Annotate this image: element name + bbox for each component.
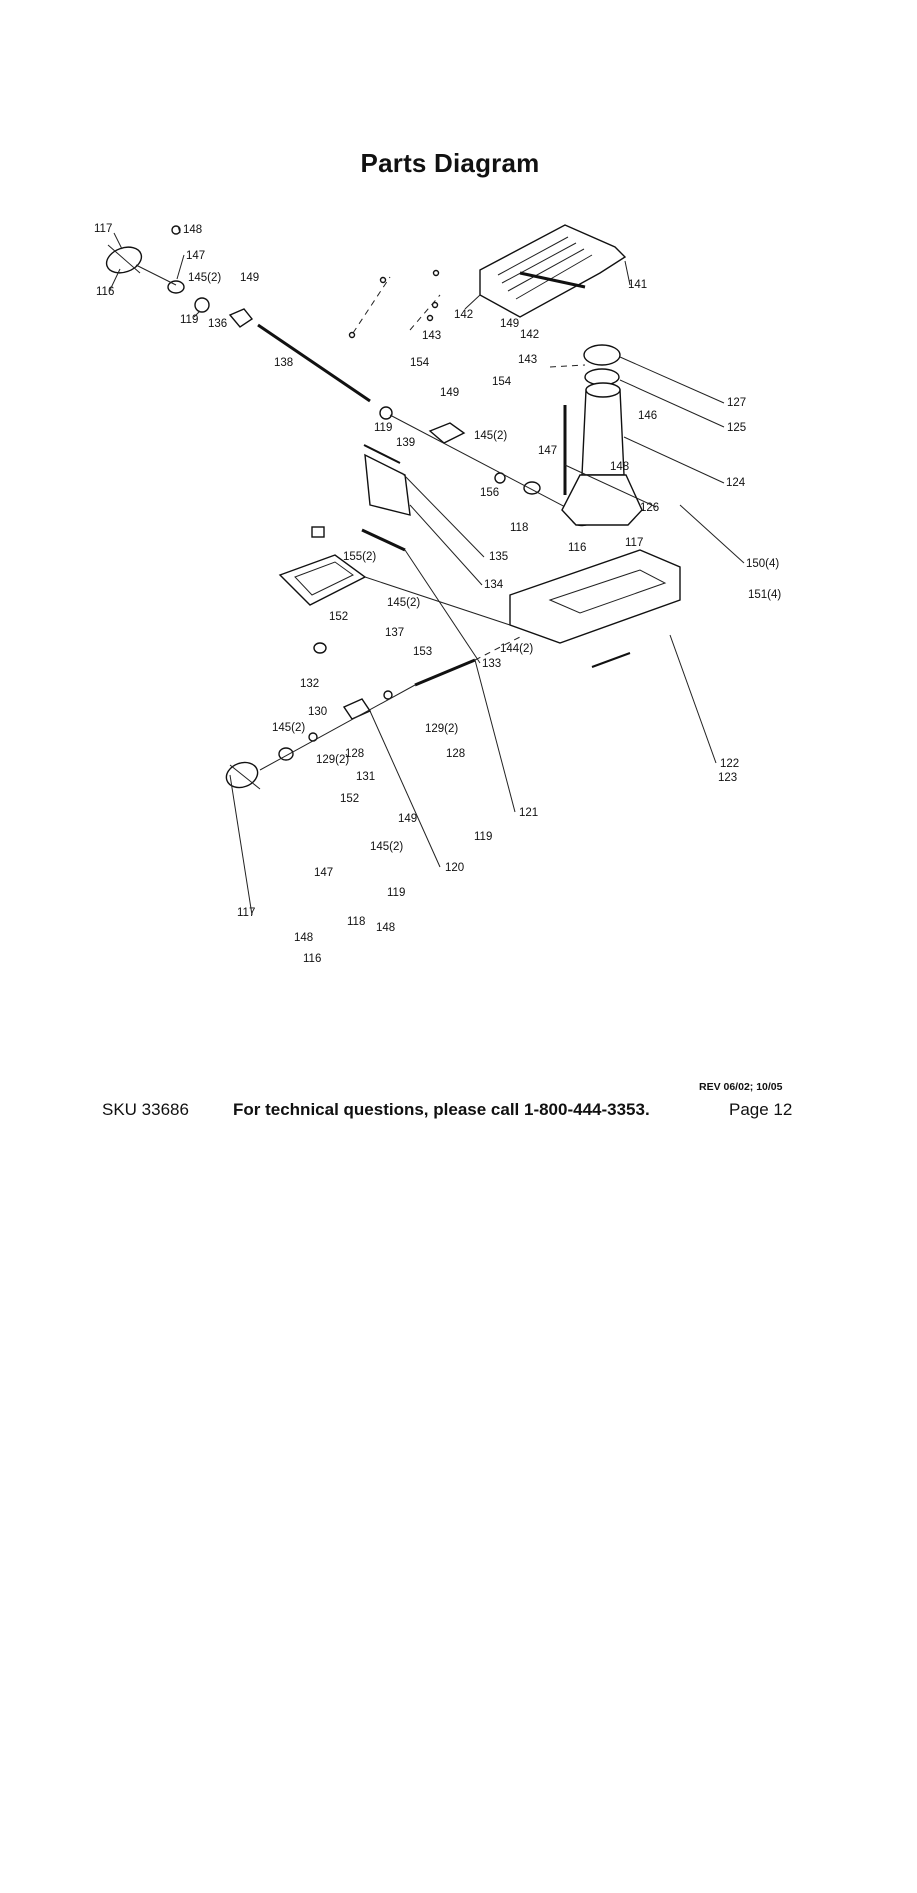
part-label: 122 xyxy=(720,758,739,770)
part-label: 137 xyxy=(385,627,404,639)
part-label: 128 xyxy=(345,748,364,760)
part-label: 148 xyxy=(183,224,202,236)
hub-part xyxy=(194,297,210,313)
part-label: 120 xyxy=(445,862,464,874)
part-label: 156 xyxy=(480,487,499,499)
part-label: 131 xyxy=(356,771,375,783)
part-label: 154 xyxy=(410,357,430,369)
part-label: 128 xyxy=(446,748,465,760)
part-label: 151(4) xyxy=(748,589,781,601)
collar-part xyxy=(167,280,185,294)
part-label: 117 xyxy=(94,223,112,235)
part-label: 154 xyxy=(492,376,512,388)
part-label: 147 xyxy=(314,867,333,879)
part-label: 126 xyxy=(640,502,659,514)
part-label: 124 xyxy=(726,477,746,489)
part-label: 121 xyxy=(519,807,538,819)
part-label: 149 xyxy=(440,387,459,399)
part-label: 136 xyxy=(208,318,227,330)
footer-sku: SKU 33686 xyxy=(102,1100,189,1119)
parts-diagram: 117 148 147 145(2) 149 116 119 136 138 1… xyxy=(94,223,781,965)
part-label: 148 xyxy=(610,461,629,473)
part-label: 152 xyxy=(340,793,359,805)
part-label: 133 xyxy=(482,658,501,670)
knob-part xyxy=(171,225,181,235)
part-label: 134 xyxy=(484,579,504,591)
bracket-120 xyxy=(342,698,372,720)
part-label: 138 xyxy=(274,357,293,369)
part-label: 116 xyxy=(96,286,114,298)
pin-123 xyxy=(591,652,631,668)
part-label: 152 xyxy=(329,611,348,623)
part-label: 145(2) xyxy=(474,430,507,442)
part-label: 119 xyxy=(387,887,405,899)
part-label: 118 xyxy=(510,522,528,534)
guard-134 xyxy=(364,453,411,516)
collar-119 xyxy=(379,406,393,420)
base-flange xyxy=(561,474,643,526)
part-label: 150(4) xyxy=(746,558,779,570)
part-label: 130 xyxy=(308,706,327,718)
part-label: 129(2) xyxy=(316,754,349,766)
footer-page-number: Page 12 xyxy=(729,1100,793,1119)
part-label: 119 xyxy=(180,314,198,326)
part-label: 117 xyxy=(237,907,255,919)
page-title: Parts Diagram xyxy=(360,148,540,178)
hub-118-lower xyxy=(278,747,294,761)
part-label: 119 xyxy=(474,831,492,843)
part-label: 119 xyxy=(374,422,392,434)
part-label: 149 xyxy=(398,813,417,825)
part-label: 149 xyxy=(500,318,519,330)
table-141 xyxy=(479,224,627,318)
rod-133 xyxy=(361,528,406,552)
pinion-part xyxy=(228,308,254,328)
part-label: 145(2) xyxy=(387,597,420,609)
part-label: 129(2) xyxy=(425,723,458,735)
part-label: 146 xyxy=(638,410,657,422)
part-label: 145(2) xyxy=(272,722,305,734)
part-label: 145(2) xyxy=(370,841,403,853)
part-label: 118 xyxy=(347,916,365,928)
part-label: 147 xyxy=(538,445,557,457)
part-label: 143 xyxy=(422,330,441,342)
rail-140 xyxy=(519,271,586,289)
cap-127 xyxy=(583,344,621,366)
part-label: 148 xyxy=(294,932,313,944)
part-label: 142 xyxy=(454,309,473,321)
part-label: 116 xyxy=(303,953,321,965)
part-label: 116 xyxy=(568,542,586,554)
part-label: 155(2) xyxy=(343,551,376,563)
collar-119-lower xyxy=(383,690,393,700)
base-122 xyxy=(509,549,681,644)
bracket-139 xyxy=(428,422,466,444)
part-label: 149 xyxy=(240,272,259,284)
footer-tech-line: For technical questions, please call 1-8… xyxy=(233,1100,650,1119)
part-label: 145(2) xyxy=(188,272,221,284)
block-137 xyxy=(311,526,325,538)
part-label: 148 xyxy=(376,922,395,934)
part-label: 123 xyxy=(718,772,737,784)
part-label: 125 xyxy=(727,422,746,434)
part-label: 144(2) xyxy=(500,643,533,655)
part-label: 142 xyxy=(520,329,539,341)
shaft-138 xyxy=(257,323,371,403)
part-label: 117 xyxy=(625,537,643,549)
part-label: 141 xyxy=(628,279,647,291)
hub-118 xyxy=(523,481,541,495)
part-label: 147 xyxy=(186,250,205,262)
part-label: 143 xyxy=(518,354,537,366)
leadscrew-121 xyxy=(414,658,476,687)
part-label: 139 xyxy=(396,437,415,449)
part-label: 132 xyxy=(300,678,319,690)
revision-label: REV 06/02; 10/05 xyxy=(699,1081,783,1093)
part-label: 135 xyxy=(489,551,508,563)
part-label: 153 xyxy=(413,646,432,658)
part-label: 127 xyxy=(727,397,746,409)
block-131 xyxy=(313,642,327,654)
